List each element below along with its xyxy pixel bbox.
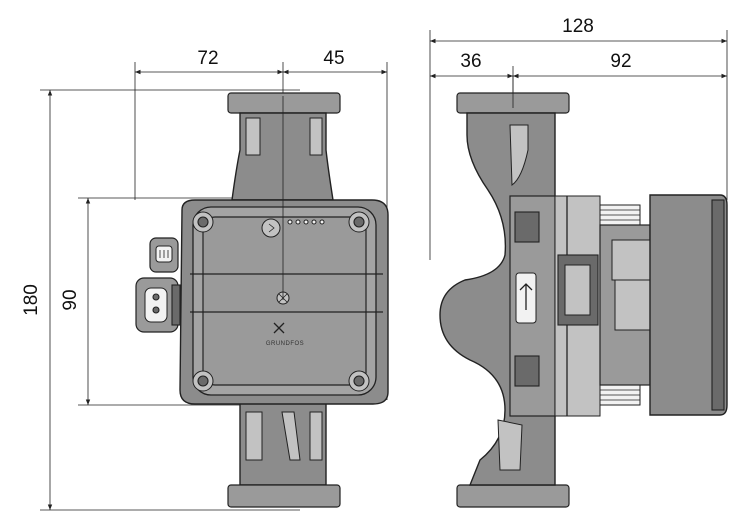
- dimension-lines: [40, 30, 728, 511]
- pump-side-view: [439, 76, 728, 508]
- cooling-fins: [599, 204, 641, 406]
- dim-72: 72: [197, 48, 218, 69]
- dim-90: 90: [60, 289, 81, 310]
- dim-36: 36: [460, 51, 481, 72]
- dim-45: 45: [323, 48, 344, 69]
- brand-text: GRUNDFOS: [266, 341, 304, 347]
- dim-128: 128: [562, 16, 594, 37]
- led-row: [287, 219, 325, 225]
- dim-180: 180: [21, 284, 42, 316]
- pump-front-view: GRUNDFOS: [135, 92, 389, 508]
- dim-92: 92: [610, 51, 631, 72]
- brand-logo-icon: [273, 322, 285, 334]
- flow-arrow-icon: [519, 283, 533, 310]
